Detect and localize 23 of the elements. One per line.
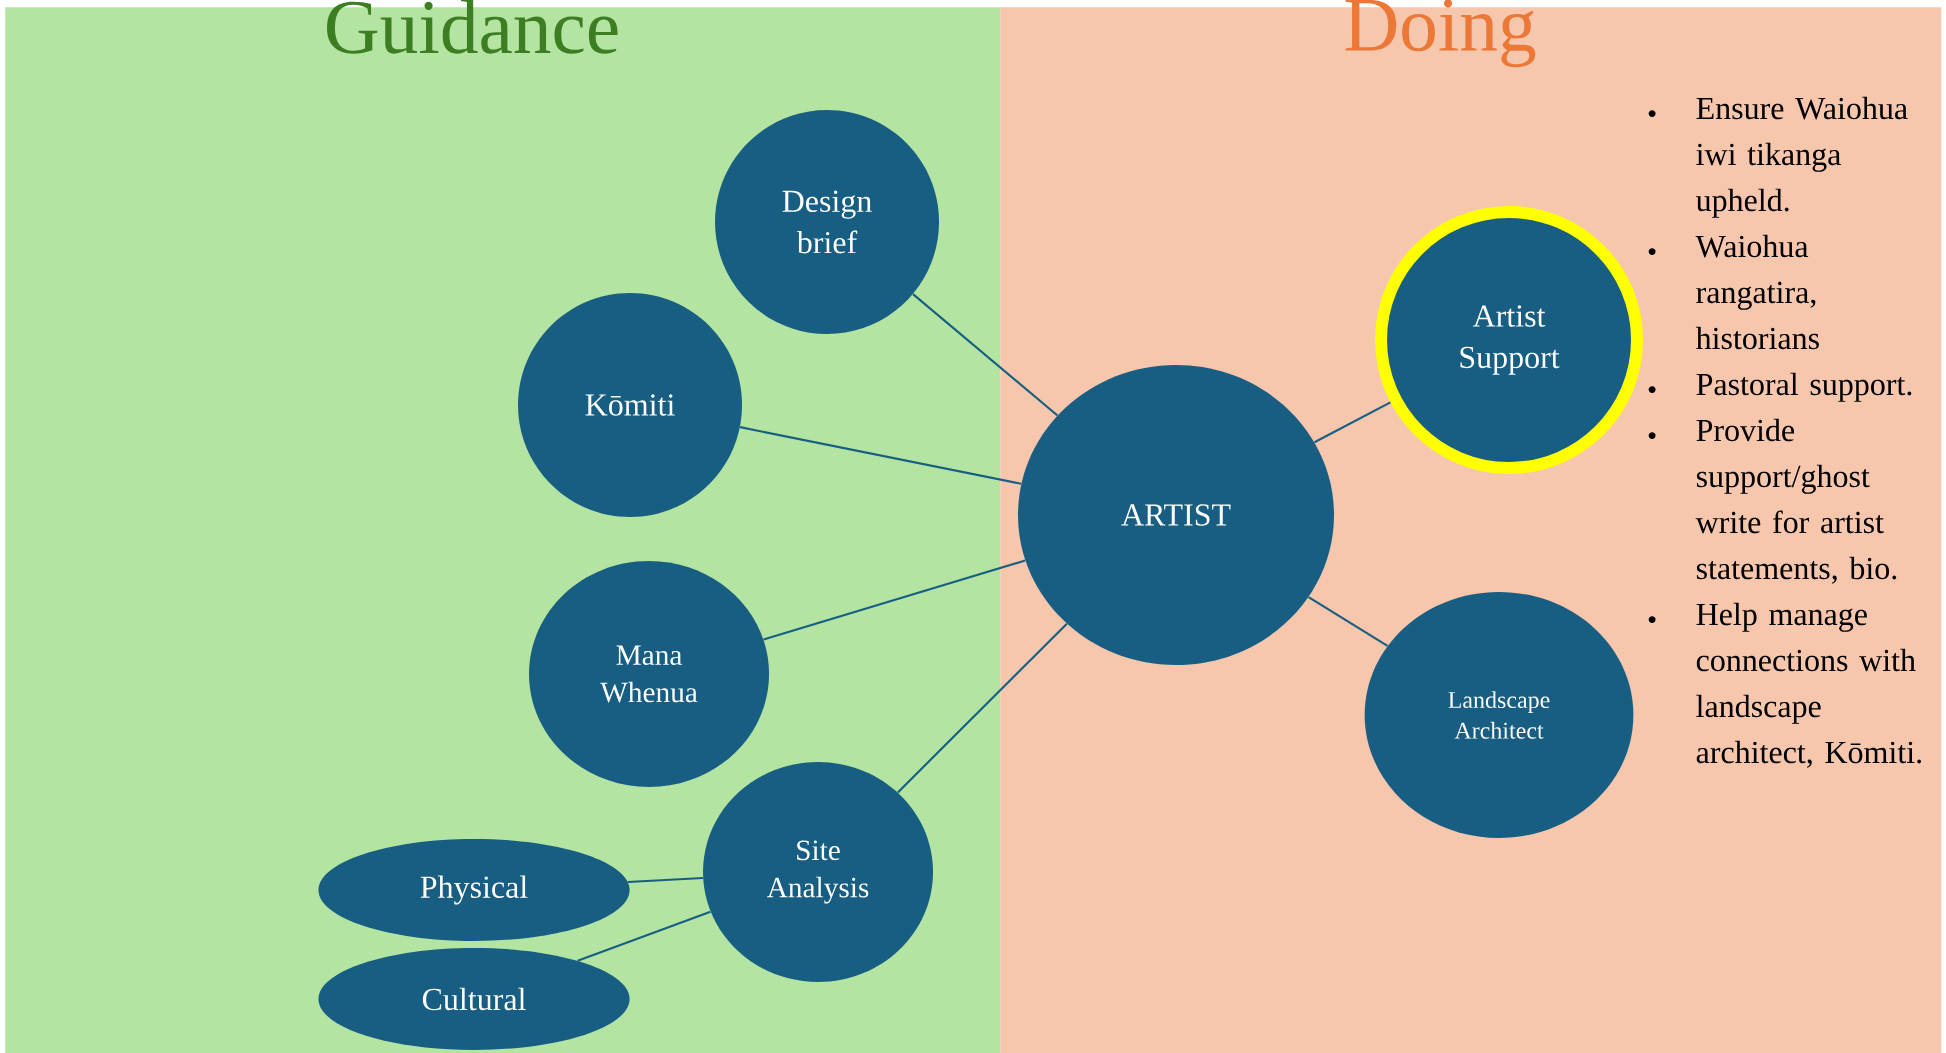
ellipse-node: ARTIST [1018,365,1334,665]
panel-title: Doing [1345,0,1536,68]
connector-line [739,426,1022,485]
circle-node: Artist Support [1375,206,1643,474]
connector-line [897,623,1068,794]
ellipse-node: Mana Whenua [529,561,769,787]
bullet-text: Waiohua rangatira, historians [1695,234,1819,350]
bullet-text: Ensure Waiohua iwi tikanga upheld. [1696,96,1908,218]
ellipse-node: Site Analysis [703,762,933,982]
ellipse-node: Physical [318,839,630,941]
connector-line [627,876,703,883]
bullet-text: Provide support/ghost write for artist statements, bio. [1695,418,1897,584]
connector-line [577,910,711,962]
panel-title: Guidance [327,0,618,54]
bullet-text: Help manage connections with landscape architect, Kōmiti. [1696,602,1921,768]
circle-node: Kōmiti [518,293,742,517]
connector-line [1308,596,1389,647]
ellipse-node: Cultural [318,948,630,1050]
bullet-text: Pastoral support. [1696,372,1912,402]
connector-line [1314,401,1391,444]
connector-line [912,293,1059,417]
ellipse-node: Landscape Architect [1364,592,1634,838]
circle-node: Design brief [715,110,939,334]
